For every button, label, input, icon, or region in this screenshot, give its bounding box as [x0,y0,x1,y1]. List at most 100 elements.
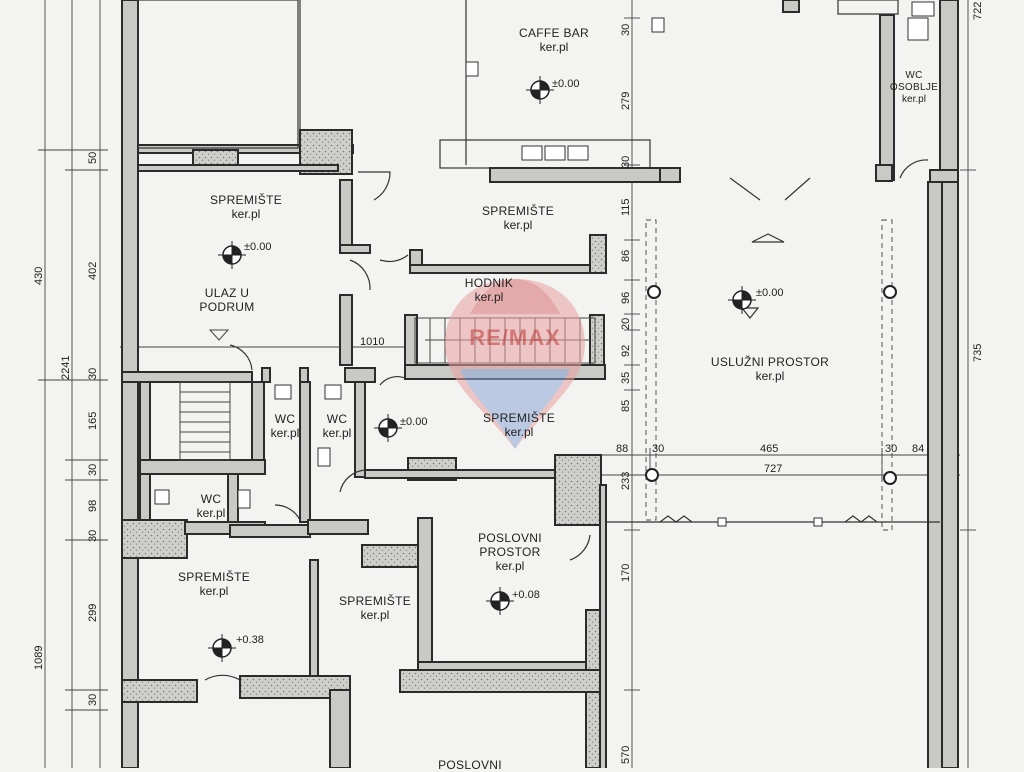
dim-right: 735 [972,343,984,362]
room-floor: ker.pl [196,506,226,520]
dim-middle: 85 [620,399,632,412]
dim-middle: 30 [620,155,632,168]
room-name: SPREMIŠTE [209,193,283,207]
dim-horizontal: 30 [652,443,665,455]
room-name: WC [274,412,296,426]
dim-left-inner: 30 [87,529,99,542]
dim-left-outer: 2241 [60,355,72,380]
dim-horizontal: 30 [885,443,898,455]
room-floor: ker.pl [503,218,533,232]
dim-left-outer: 1089 [33,645,45,670]
level-marker [374,414,402,442]
dim-middle: 279 [620,91,632,110]
dimension-lines-left [38,0,108,768]
room-floor: ker.pl [231,207,261,221]
caffe-bar-details [137,0,935,169]
room-label-wc-1: WC ker.pl [271,412,300,440]
room-floor: ker.pl [539,40,569,54]
room-name: ULAZ U [204,286,250,300]
level-text: ±0.00 [756,287,784,299]
doors [204,159,929,681]
room-name-line2: PODRUM [199,300,255,314]
room-name: SPREMIŠTE [177,570,251,584]
room-floor: ker.pl [322,426,352,440]
room-label-wc-osoblje: WC OSOBLJE ker.pl [890,70,938,106]
room-label-wc-2: WC ker.pl [323,412,352,440]
dim-middle: 170 [620,563,632,582]
room-label-hodnik: HODNIK ker.pl [465,276,513,304]
dim-middle: 92 [620,344,632,357]
room-floor: ker.pl [474,290,504,304]
room-label-spremiste-2: SPREMIŠTE ker.pl [482,204,554,232]
dimension-lines-right [960,0,976,768]
level-marker [486,587,514,615]
room-label-poslovni-bottom: POSLOVNI [438,758,502,772]
room-name: CAFFE BAR [518,26,590,40]
room-label-ulaz-u-podrum: ULAZ U PODRUM [199,286,254,314]
dim-middle: 115 [620,198,632,216]
room-label-wc-3: WC ker.pl [197,492,226,520]
level-marker [208,634,236,662]
room-name: WC [200,492,222,506]
remax-watermark-balloon [445,279,585,449]
dim-left-inner: 30 [87,693,99,706]
room-floor: ker.pl [199,584,229,598]
room-name-line2: PROSTOR [479,545,541,559]
room-floor: ker.pl [270,426,300,440]
dim-middle: 96 [620,291,632,304]
level-text: +0.08 [512,589,540,601]
dim-left-inner: 50 [87,151,99,164]
room-label-spremiste-1: SPREMIŠTE ker.pl [210,193,282,221]
room-floor: ker.pl [755,369,785,383]
room-floor: ker.pl [360,608,390,622]
room-name: POSLOVNI [478,531,542,545]
level-marker [218,241,246,269]
room-floor: ker.pl [495,559,525,573]
room-label-usluzni-prostor: USLUŽNI PROSTOR ker.pl [711,355,829,383]
usluzni-columns [606,219,940,531]
room-floor: ker.pl [504,425,534,439]
room-name: HODNIK [464,276,514,290]
room-name: USLUŽNI PROSTOR [710,355,830,369]
dim-left-inner: 402 [87,261,99,280]
room-name: SPREMIŠTE [482,411,556,425]
room-name-line2: OSOBLJE [889,82,939,93]
dimension-lines-middle [624,0,640,768]
dim-middle: 30 [620,23,632,36]
dim-left-inner: 299 [87,603,99,622]
remax-watermark-text: RE/MAX [469,325,561,350]
dim-left-inner: 165 [87,411,99,430]
dim-horizontal: 1010 [360,336,385,348]
dim-left-inner: 98 [87,499,99,512]
room-label-spremiste-4: SPREMIŠTE ker.pl [178,570,250,598]
level-marker [526,76,554,104]
dim-middle: 570 [620,745,632,764]
dim-right: 722 [972,1,984,20]
sanitary-fixtures [154,384,342,509]
level-text: +0.38 [236,634,264,646]
room-name: POSLOVNI [438,758,502,772]
room-name: WC [326,412,348,426]
room-name: WC [905,70,923,81]
dim-left-inner: 30 [87,367,99,380]
room-name: SPREMIŠTE [338,594,412,608]
dim-middle: 20 [620,317,632,330]
dim-horizontal: 84 [912,443,925,455]
dim-left-inner: 30 [87,463,99,476]
level-marker [728,286,756,314]
room-label-poslovni-prostor: POSLOVNI PROSTOR ker.pl [478,531,542,573]
dim-middle: 233 [620,471,632,490]
level-text: ±0.00 [244,241,272,253]
room-label-spremiste-5: SPREMIŠTE ker.pl [339,594,411,622]
room-floor: ker.pl [902,94,926,105]
room-label-spremiste-3: SPREMIŠTE ker.pl [483,411,555,439]
dim-middle: 35 [620,371,632,384]
room-label-caffe-bar: CAFFE BAR ker.pl [519,26,589,54]
level-text: ±0.00 [552,78,580,90]
level-markers [208,76,756,662]
dim-horizontal: 88 [616,443,629,455]
dim-middle: 86 [620,249,632,262]
dim-left-outer: 430 [33,266,45,285]
dim-horizontal: 727 [764,463,783,475]
level-text: ±0.00 [400,416,428,428]
